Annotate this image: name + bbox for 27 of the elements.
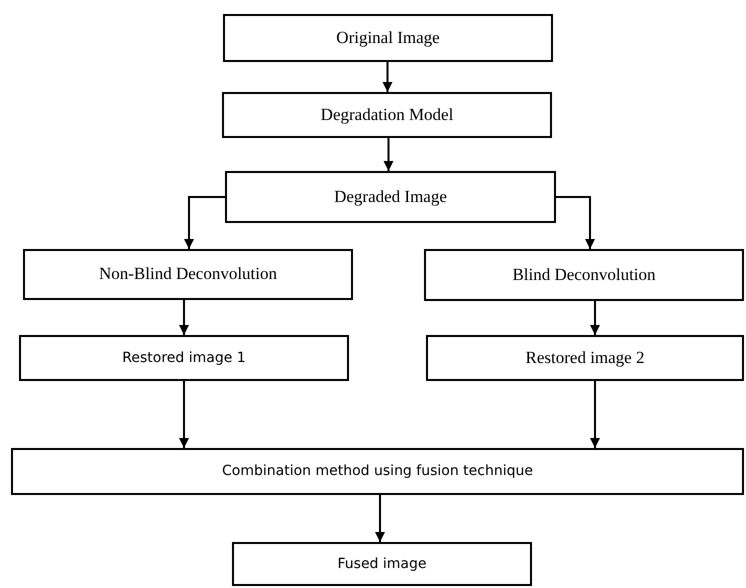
box-label: Restored image 1: [122, 350, 246, 366]
arrow: [179, 300, 189, 335]
arrow: [384, 138, 394, 171]
box-label: Fused image: [337, 556, 426, 572]
box-label: Restored image 2: [526, 348, 644, 368]
box-label: Blind Deconvolution: [512, 264, 656, 286]
arrow: [556, 196, 595, 249]
arrow: [179, 381, 189, 448]
process-box: [426, 335, 744, 381]
process-box: [223, 14, 553, 62]
arrow: [375, 495, 385, 542]
process-box: [11, 448, 744, 495]
box-label: Degraded Image: [334, 186, 447, 208]
box-label: Degradation Model: [320, 104, 454, 126]
box-label: Combination method using fusion technique: [222, 463, 533, 480]
process-box: [19, 335, 349, 381]
arrow: [590, 301, 600, 335]
process-box: [232, 542, 532, 586]
arrow: [590, 381, 600, 448]
arrow: [382, 62, 392, 92]
process-box: [222, 92, 552, 138]
process-box: [23, 249, 353, 300]
box-label: Original Image: [336, 28, 440, 48]
arrow: [184, 196, 225, 249]
process-box: [225, 171, 556, 223]
box-label: Non-Blind Deconvolution: [98, 264, 277, 285]
process-box: [424, 249, 744, 301]
